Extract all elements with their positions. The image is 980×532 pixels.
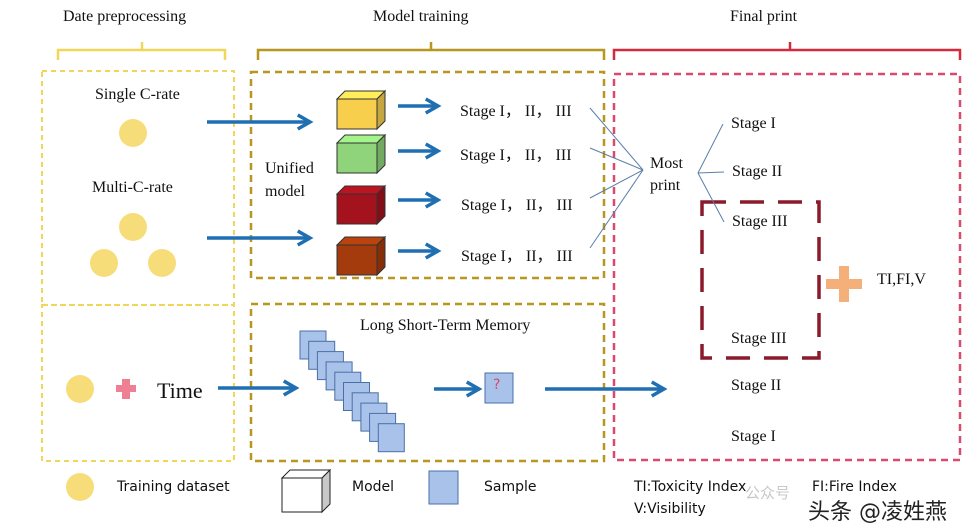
label-most: Most xyxy=(650,155,683,172)
legend-model: Model xyxy=(352,479,395,495)
lower-stage-1: Stage I xyxy=(731,428,776,445)
legend-v: V:Visibility xyxy=(634,501,706,517)
watermark-text-2: 头条 @凌姓燕 xyxy=(808,500,947,525)
preprocessing-box-bottom xyxy=(41,304,235,462)
legend-sample: Sample xyxy=(484,479,537,495)
lstm-sample-10 xyxy=(377,423,405,453)
dataset-circle-single xyxy=(119,119,147,147)
preprocessing-box-top xyxy=(41,70,235,306)
training-box-bottom xyxy=(249,302,606,463)
model-cube-3 xyxy=(335,184,387,226)
legend-model-icon xyxy=(280,468,332,514)
connector-lines xyxy=(589,107,725,249)
plus-icon-time xyxy=(116,379,136,399)
bracket-preprocessing xyxy=(56,42,227,60)
model-cube-1 xyxy=(335,89,387,131)
unknown-output-symbol: ? xyxy=(493,377,501,393)
model-4-stages: Stage I， II， III xyxy=(461,248,573,265)
legend-fi: FI:Fire Index xyxy=(812,479,897,495)
legend-dataset-icon xyxy=(66,473,94,501)
branch-stage-2: Stage II xyxy=(732,163,783,180)
label-multi-c-rate: Multi-C-rate xyxy=(92,179,173,196)
model-3-stages: Stage I， II， III xyxy=(461,197,573,214)
legend-ti: TI:Toxicity Index xyxy=(634,479,747,495)
box-stage-3: Stage III xyxy=(731,330,787,347)
indices-label: TI,FI,V xyxy=(877,271,926,288)
label-print: print xyxy=(650,177,681,194)
label-time: Time xyxy=(157,378,203,403)
lower-stage-2: Stage II xyxy=(731,377,782,394)
legend-training-dataset: Training dataset xyxy=(117,479,230,495)
dataset-circle-multi-2 xyxy=(90,249,118,277)
branch-stage-1: Stage I xyxy=(731,115,776,132)
label-single-c-rate: Single C-rate xyxy=(95,86,180,103)
dataset-circle-multi-3 xyxy=(148,249,176,277)
branch-stage-3: Stage III xyxy=(732,213,788,230)
title-preprocessing: Date preprocessing xyxy=(63,8,187,25)
model-1-stages: Stage I， II， III xyxy=(460,103,572,120)
model-cube-2 xyxy=(335,133,387,175)
lstm-title: Long Short-Term Memory xyxy=(360,317,531,334)
bracket-training xyxy=(256,42,606,60)
training-box-top xyxy=(249,70,606,280)
watermark-text-1: 公众号 xyxy=(745,484,791,502)
dataset-circle-time xyxy=(66,375,94,403)
stage-iii-highlight-box xyxy=(700,200,821,360)
model-cube-4 xyxy=(335,235,387,277)
label-unified: Unified xyxy=(265,160,314,177)
model-2-stages: Stage I， II， III xyxy=(460,147,572,164)
lstm-output-box xyxy=(484,372,514,404)
title-training: Model training xyxy=(373,8,469,25)
plus-icon-indices xyxy=(826,266,862,302)
legend-sample-icon xyxy=(428,470,459,505)
bracket-final xyxy=(612,42,962,60)
dataset-circle-multi-1 xyxy=(119,213,147,241)
label-model: model xyxy=(265,183,305,200)
title-final: Final print xyxy=(730,8,798,25)
final-box xyxy=(612,72,962,462)
